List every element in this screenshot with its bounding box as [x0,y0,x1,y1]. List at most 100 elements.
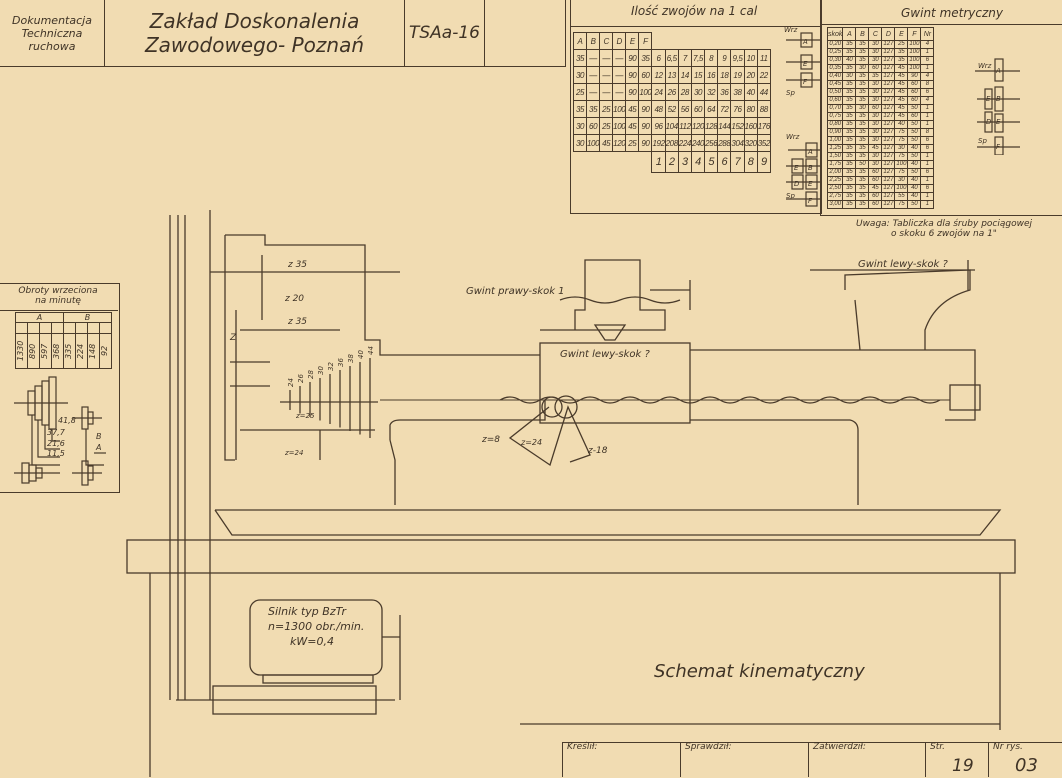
tpi-cell: 352 [756,134,771,152]
machine-code: TSAa-16 [405,0,485,66]
gear-series-label: 44 [367,346,375,355]
schema2-a: A [807,148,813,156]
metric-schema-wrz: Wrz [978,62,992,70]
gear-label-z20: z 20 [284,294,304,304]
metric-gear-schema: Wrz A E B D E Sp F [975,58,1020,155]
schema2-f: F [808,197,813,205]
metric-note-line1: Uwaga: Tabliczka dla śruby pociągowej [855,219,1032,229]
thread-left-mid-label: Gwint lewy-skok ? [560,349,651,360]
gear-label-z18: z-18 [587,446,608,456]
rpm-title-line2: na minutę [35,296,81,306]
rpm-title-line1: Obroty wrzeciona [18,286,98,296]
thread-table-panel: Ilość zwojów na 1 cal [570,0,822,214]
page-cell: Str. 19 [925,742,988,777]
drawing-number: 03 [1015,755,1038,776]
schema2-sp: Sp [786,192,795,200]
gear-label-z25: z=25 [295,412,315,420]
page-label: Str. [930,742,945,752]
rpm-title: Obroty wrzeciona na minutę [2,286,114,306]
ratio-b: B [96,432,102,441]
tpi-cell: 304 [730,134,745,152]
institution-line1: Zakład Doskonalenia [149,9,360,33]
metric-schema-e2: E [996,118,1001,126]
position-cell: 1 [651,151,666,173]
metric-schema-f: F [996,143,1001,151]
tpi-cell: 88 [756,100,771,118]
doc-type: Dokumentacja Techniczna ruchowa [0,0,105,66]
gear-cell: — [585,83,601,101]
metric-schema-d: D [986,118,992,126]
pulley-label-4: 11,5 [47,449,65,458]
gear-cell: 100 [585,134,601,152]
position-cell: 3 [677,151,692,173]
gear-label-z24: z=24 [284,449,303,457]
pulley-label-3: 21,6 [47,439,65,448]
schema2-wrz: Wrz [786,133,800,141]
tpi-cell: 288 [717,134,732,152]
metric-table-title: Gwint metryczny [901,6,1003,20]
metric-schema-e: E [986,95,991,103]
drawing-cell: Nr rys. 03 [988,742,1062,777]
tpi-cell: 192 [651,134,666,152]
pulley-diagram: 41,8 37,7 21,6 11,5 B A [14,376,106,486]
gear-cell: — [585,49,601,67]
rpm-panel: Obroty wrzeciona na minutę [0,283,120,493]
approved-by: Zatwierdził: [808,742,925,777]
gear-cell: 60 [585,117,601,135]
metric-cell: 1 [920,200,935,209]
thread-left-right-label: Gwint lewy-skok ? [858,259,949,270]
tpi-cell: 104 [664,117,679,135]
gear-label-z35b: z 35 [287,317,307,327]
schema-sp: Sp [786,89,795,97]
schema-f: F [803,78,808,86]
gear-label-z24b: z=24 [520,438,542,447]
tpi-cell: 224 [677,134,692,152]
bottom-block [562,742,1062,778]
gear-series-label: 26 [297,374,305,383]
schema-wrz: Wrz [784,26,798,34]
tpi-cell: 240 [690,134,706,152]
checked-by: Sprawdził: [680,742,808,777]
thread-table-title: Ilość zwojów na 1 cal [631,4,758,18]
schema2-d: D [794,180,800,188]
page-number: 19 [952,756,974,776]
pulley-label-2: 37,7 [47,428,66,437]
tpi-cell: 152 [730,117,745,135]
gear-cell: 100 [612,117,627,135]
institution-line2: Zawodowego- Poznań [144,33,365,57]
position-cell: 9 [756,151,771,173]
gear-series-label: 30 [317,366,325,375]
tpi-cell: 256 [704,134,719,152]
gear-series-label: 24 [287,378,295,387]
gear-label-z8: z=8 [481,435,500,445]
metric-schema-b: B [996,95,1001,103]
gear-label-z: Z [229,333,237,343]
metric-schema-a: A [995,67,1001,75]
gear-series-label: 40 [357,350,365,359]
metric-note: Uwaga: Tabliczka dla śruby pociągowej o … [828,219,1060,239]
institution: Zakład Doskonalenia Zawodowego- Poznań [105,0,405,66]
rpm-value: 92 [99,333,112,369]
gear-cell: 100 [638,83,653,101]
gear-cell: — [585,66,601,84]
gear-cell: 120 [612,134,627,152]
